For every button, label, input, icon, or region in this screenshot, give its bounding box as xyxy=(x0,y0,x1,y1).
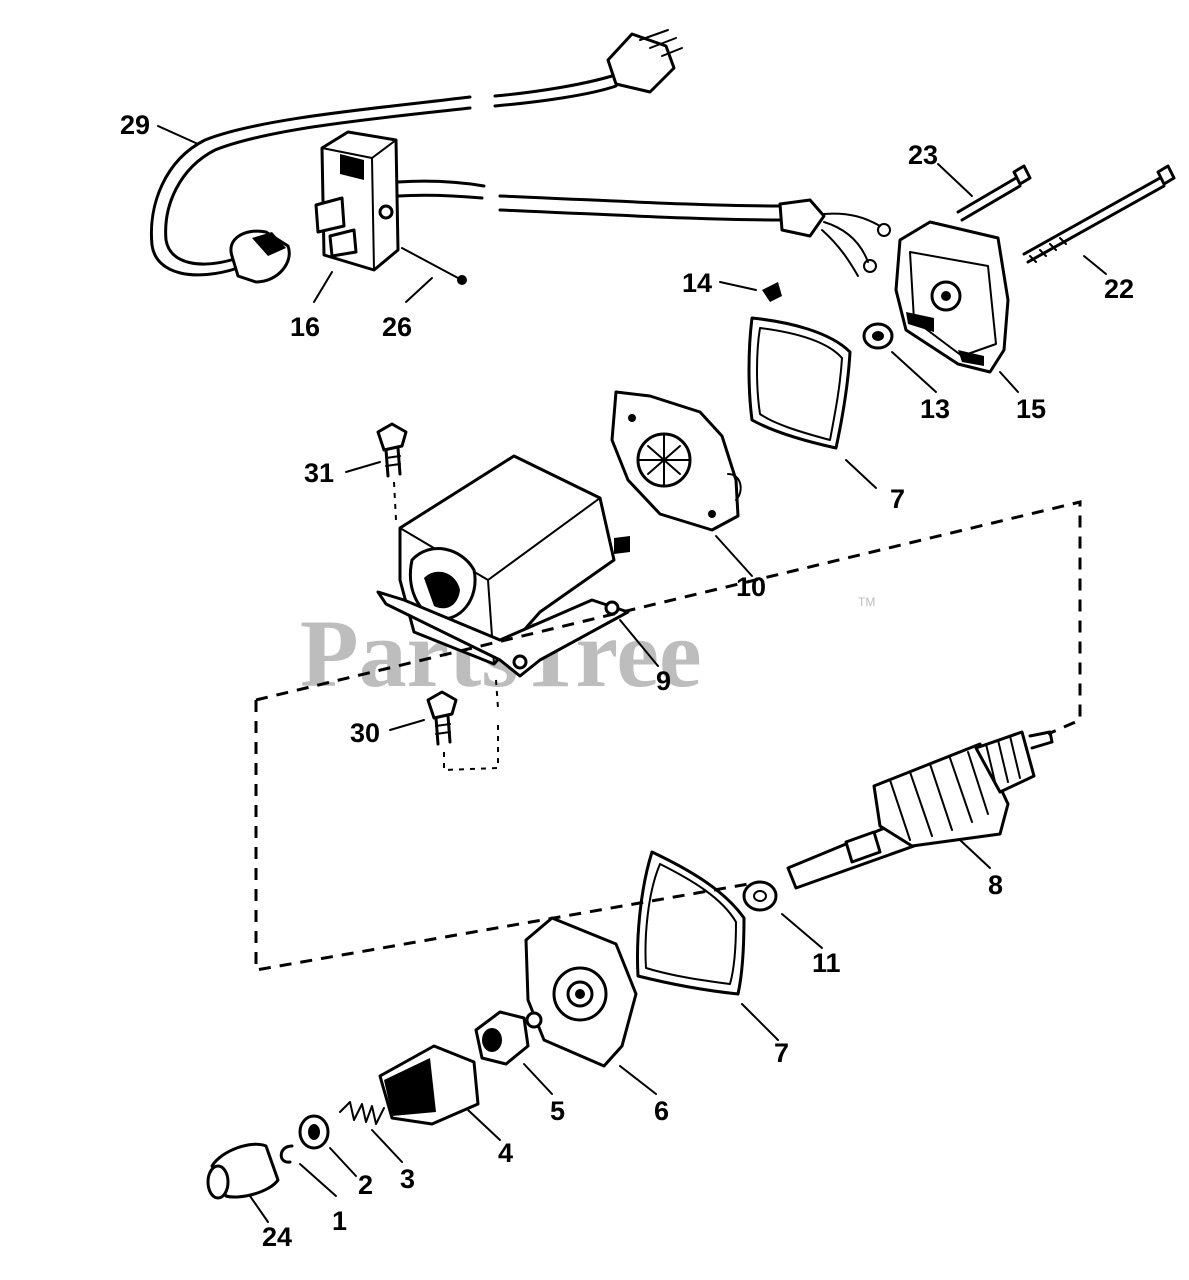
part-4-pinion-gear xyxy=(378,1044,480,1126)
callout-29[interactable]: 29 xyxy=(120,110,150,140)
callout-1[interactable]: 1 xyxy=(332,1206,347,1236)
callout-2[interactable]: 2 xyxy=(358,1170,373,1200)
callout-14[interactable]: 14 xyxy=(682,268,712,298)
callout-5[interactable]: 5 xyxy=(550,1096,565,1126)
lead-wire xyxy=(498,194,891,277)
callout-7-upper[interactable]: 7 xyxy=(890,484,905,514)
part-8-armature xyxy=(786,730,1054,890)
part-7-gasket-upper xyxy=(747,316,852,450)
part-30-bolt xyxy=(426,690,458,746)
callout-3[interactable]: 3 xyxy=(400,1164,415,1194)
callout-6[interactable]: 6 xyxy=(654,1096,669,1126)
part-7-gasket-lower xyxy=(636,850,746,996)
watermark-trademark: TM xyxy=(858,595,875,609)
part-23-bolt xyxy=(956,164,1032,222)
part-15-end-cap xyxy=(894,220,1010,374)
part-6-drive-end-cap xyxy=(524,916,638,1068)
callout-26[interactable]: 26 xyxy=(382,312,412,342)
callout-8[interactable]: 8 xyxy=(988,870,1003,900)
part-29-power-cord xyxy=(149,29,683,284)
callout-9[interactable]: 9 xyxy=(656,666,671,696)
part-11-washer xyxy=(742,880,778,912)
callout-15[interactable]: 15 xyxy=(1016,394,1046,424)
part-14-screw xyxy=(762,282,782,302)
part-24-cap xyxy=(206,1142,280,1200)
part-22-through-bolt xyxy=(1022,164,1176,264)
callout-16[interactable]: 16 xyxy=(290,312,320,342)
callout-30[interactable]: 30 xyxy=(350,718,380,748)
callout-31[interactable]: 31 xyxy=(304,458,334,488)
part-3-spring xyxy=(339,1101,385,1125)
callout-22[interactable]: 22 xyxy=(1104,274,1134,304)
part-5-collar xyxy=(474,1010,530,1066)
callout-23[interactable]: 23 xyxy=(908,140,938,170)
callout-24[interactable]: 24 xyxy=(262,1222,292,1252)
callout-11[interactable]: 11 xyxy=(812,948,841,978)
part-2-nut xyxy=(298,1114,330,1150)
part-26-screw xyxy=(401,247,467,285)
callout-7-lower[interactable]: 7 xyxy=(774,1038,789,1068)
callout-10[interactable]: 10 xyxy=(736,572,766,602)
part-9-motor-frame xyxy=(376,454,630,678)
leader-lines xyxy=(157,125,1107,1223)
part-31-bolt xyxy=(376,422,408,478)
part-1-retaining-ring xyxy=(279,1144,294,1164)
part-16-terminal-block xyxy=(314,130,486,272)
callout-13[interactable]: 13 xyxy=(920,394,950,424)
callout-4[interactable]: 4 xyxy=(498,1138,513,1168)
part-10-brush-plate xyxy=(610,390,742,532)
alignment-guide xyxy=(254,500,1082,972)
part-13-washer xyxy=(862,322,894,350)
